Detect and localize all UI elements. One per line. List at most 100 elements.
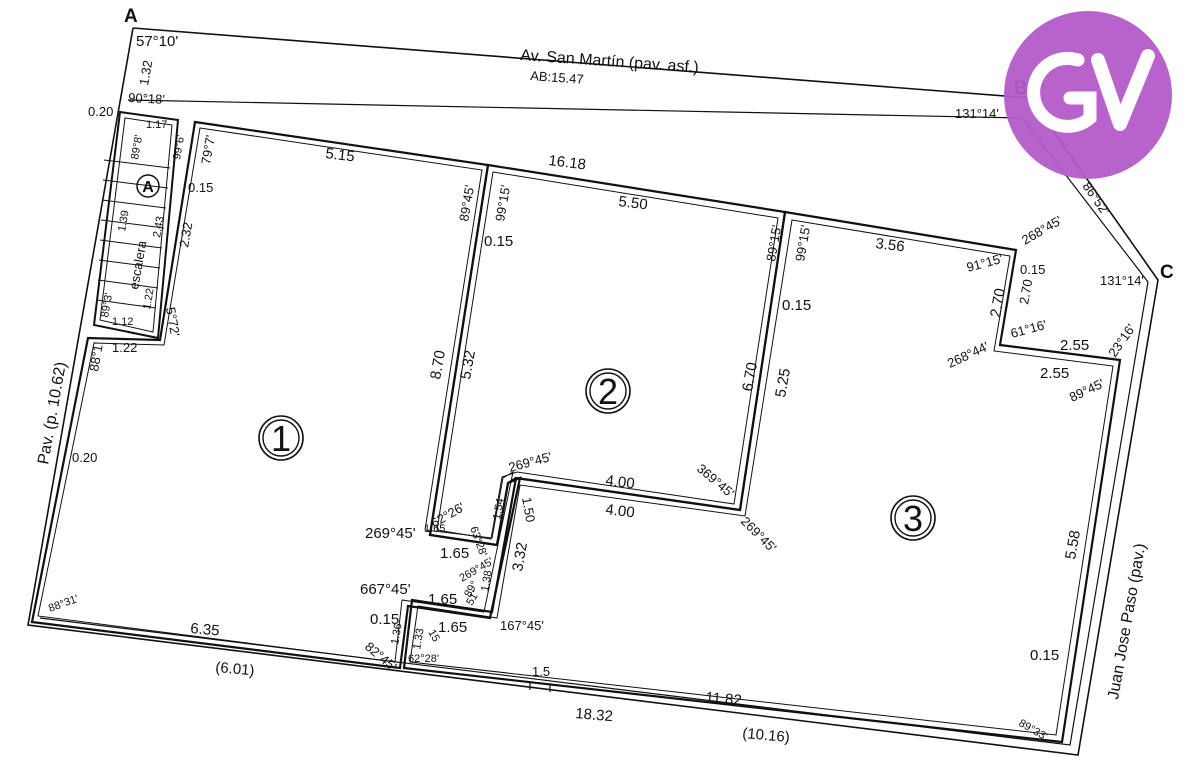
escalera-label: escalera [126,239,149,291]
angle-9996: 99°6' [171,134,187,161]
south-notch-mark [529,681,551,692]
angle-36945: 369°45' [694,461,737,501]
angle-8983: 89°8' [129,134,145,161]
lot-2-number: 2 [598,371,618,412]
angle-8945b: 89°45' [1067,376,1107,405]
south-mid-label: 11.82 [705,689,743,709]
dim-020a: 0.20 [88,104,113,119]
dim-165c: 1.65 [428,591,457,608]
dim-015a: 0.15 [188,180,213,195]
angle-9915b: 99°15' [792,224,813,263]
property-boundary [27,27,1159,756]
dim-117: 1.17 [146,119,167,131]
dim-015b: 0.15 [484,233,513,250]
dim-136: 1.36 [389,622,405,645]
angle-26945b: 269°45' [738,514,780,556]
south-east-label: (10.16) [742,725,791,746]
lot-2-badge: 2 [585,368,631,414]
lot-1-number: 1 [271,418,291,459]
angle-8915: 89°15' [763,224,784,263]
dim-165b: 1.65 [440,545,469,562]
corner-a-label: A [124,6,138,27]
dim-020b: 0.20 [72,450,97,465]
dim-015d: 0.15 [1020,262,1045,277]
angle-6116: 61°16' [1009,317,1048,341]
dim-558: 5.58 [1062,529,1084,561]
angle-8933: 89°3' [99,292,115,319]
dim-332: 3.32 [509,541,531,573]
street-east-label: Juan Jose Paso (pav.) [1105,542,1149,701]
dim-139: 1.39 [116,209,132,232]
dim-15: 15 [425,628,442,645]
dim-550: 5.50 [618,193,649,213]
lot-a-badge: A [136,174,160,198]
dim-015e: 0.15 [1030,647,1059,664]
dim-132: 1.32 [136,59,155,87]
dim-400a: 4.00 [605,472,636,492]
angle-26945c: 269°45' [365,525,416,542]
dim-150: 1.50 [519,496,538,524]
dim-112: 1.12 [112,316,133,328]
angle-26945a: 269°45' [507,449,553,475]
ab-length-label: AB:15.47 [530,68,584,87]
angle-8911: 88°1' [86,341,106,373]
gv-logo-v-shape [1091,49,1155,131]
dim-870: 8.70 [427,349,449,381]
dim-165d: 1.65 [438,619,467,636]
dim-400b: 4.00 [605,501,636,521]
lot-a-number: A [142,179,154,196]
boundary-inner-line [39,99,1149,746]
dim-243: 2.43 [151,215,167,238]
dim-232: 2.32 [176,221,195,249]
angle-5762: 5°72' [163,306,183,338]
dim-133: 1.33 [411,627,427,650]
south-total-label: 18.32 [575,705,614,725]
dim-015c: 0.15 [782,297,811,314]
angle-c-label: 131°14' [1100,273,1144,288]
dim-270a: 2.70 [987,287,1009,319]
dim-138: 1.38 [479,569,495,592]
dim-356: 3.56 [875,235,906,255]
lot-1-badge: 1 [258,415,304,461]
south-notch-label: 1.5 [532,664,550,679]
dim-635: 6.35 [190,620,221,639]
angle-9915a: 99°15' [492,184,513,223]
lot-3-badge: 3 [890,495,936,541]
dim-122b: 1.22 [112,340,137,355]
angle-9115: 91°15' [965,251,1004,275]
dim-532: 5.32 [457,349,479,381]
dim-525: 5.25 [772,367,794,399]
dim-122a: 1.22 [141,287,157,310]
dim-670: 6.70 [739,361,761,393]
dim-270b: 2.70 [1016,278,1035,306]
gv-logo-g-shape [1027,51,1097,133]
lot-3-number: 3 [903,498,923,539]
south-west-label: (6.01) [215,659,256,679]
dim-015f: 0.15 [370,611,399,628]
angle-8945: 89°45' [456,184,477,223]
angle-7971: 79°7' [198,134,218,166]
dim-515: 5.15 [325,145,356,165]
angle-16745: 167°45' [500,618,544,633]
dim-1618: 16.18 [548,152,587,173]
lot-3-outline [402,210,1122,744]
angle-2316: 23°16' [1105,321,1138,360]
angle-8831: 88°31' [47,593,80,615]
angle-9018: 90°18' [128,90,165,107]
dim-154: 1.54 [491,497,507,520]
lot-1-outline [30,120,522,670]
lot-a-outline [92,110,180,340]
gv-logo [1004,11,1172,179]
angle-a-label: 57°10' [136,33,178,50]
angle-6228: 62°28' [408,653,439,665]
boundary-outer-line [27,27,1159,756]
angle-66745: 667°45' [360,581,411,598]
angle-26844: 268°44' [945,339,991,371]
angle-26845a: 268°45' [1019,213,1064,248]
dim-255b: 2.55 [1040,365,1069,382]
angle-b-label: 131°14' [955,106,999,121]
dim-165a: 1.65 [424,523,445,535]
dim-255a: 2.55 [1060,337,1089,354]
